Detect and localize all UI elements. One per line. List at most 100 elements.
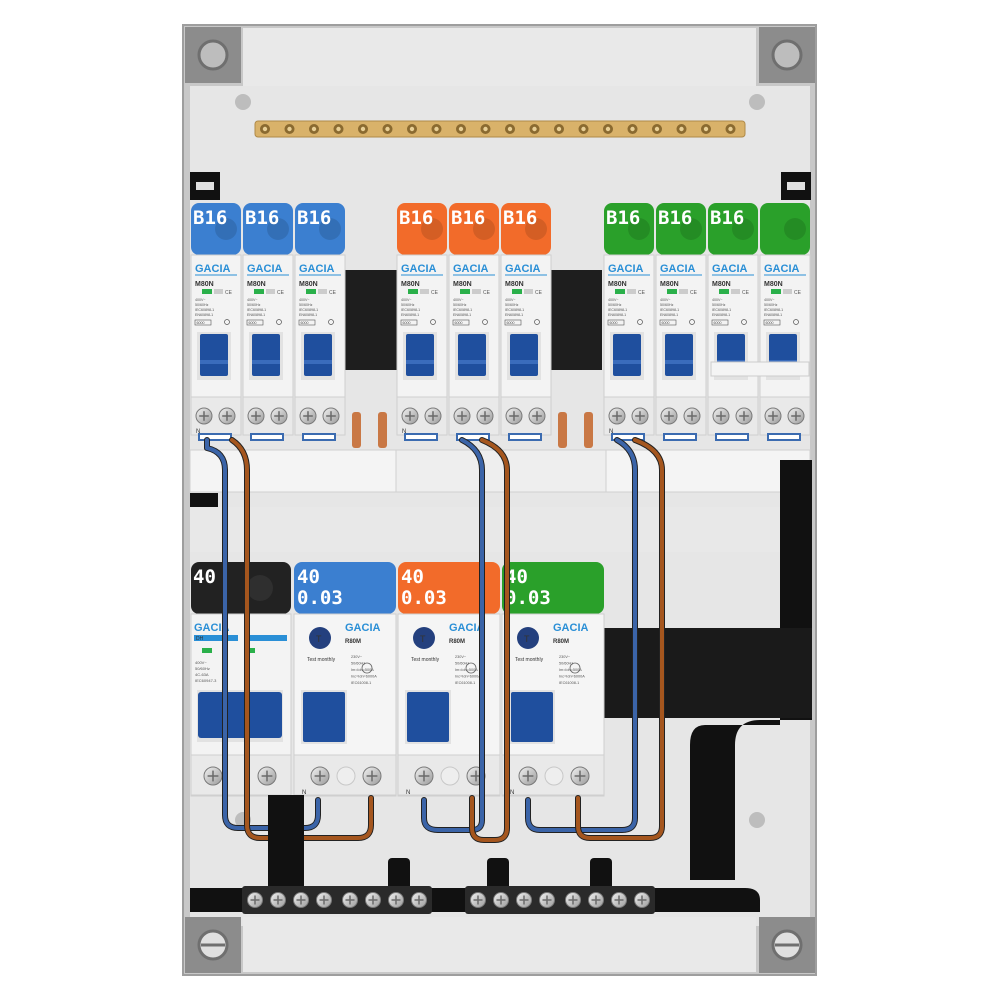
terminal-screw [247,407,265,425]
terminal-screw [388,892,404,908]
breaking-capacity: 6000 [610,321,618,325]
wire-clamp [456,433,490,441]
toggle-lever [198,692,282,738]
mounting-hole [749,94,765,110]
toggle-lever [304,334,332,376]
spec-line: 50/60Hz [660,303,674,307]
phase-wire [470,438,509,842]
mcb-body [500,254,552,406]
mcb-model: M80N [299,281,318,288]
spec-line: 400V~ [505,298,516,302]
mcb-b16: B16GACIAM80NCE400V~50/60HzIEC60898-1EN60… [707,203,759,441]
rcd-model: R80M [449,639,465,645]
terminal-screw [440,766,460,786]
ce-mark: CE [535,290,543,296]
terminal-screw [611,892,627,908]
terminal-screw [322,407,340,425]
terminal-screw [505,407,523,425]
breaking-capacity: 6000 [507,321,515,325]
comb-busbar-pins [352,412,593,448]
bottom-cover-strip [243,917,756,972]
terminal-screw [544,766,564,786]
spec-line: 50/60Hz [455,662,469,666]
wire-clamp [663,433,697,441]
din-rail-clip-left [190,172,220,200]
terminal-screw [270,407,288,425]
wire-clamp [404,433,438,441]
toggle-lever [613,334,641,376]
terminal-screw [203,766,223,786]
spec-line: 50/60Hz [453,303,467,307]
terminal-screw [476,407,494,425]
spec-line: Inc=Idn=6000A [351,675,377,679]
spec-line: Im=Idn=500A [455,668,478,672]
terminal-screw [299,407,317,425]
terminal-screw [565,892,581,908]
mcb-cap [656,203,706,255]
spec-line: EN60898-1 [401,313,419,317]
test-button [413,627,435,649]
breaking-capacity: 6000 [301,321,309,325]
breaking-capacity: 6000 [662,321,670,325]
spec-line: 50/60Hz [608,303,622,307]
toggle-lever [200,334,228,376]
spec-line: 400V~ [299,298,310,302]
spec-line: IEC61008-1 [455,681,475,685]
mcb-body [655,254,707,406]
mcb-b16: B16GACIAM80NCE400V~50/60HzIEC60898-1EN60… [500,203,552,441]
mcb-body [759,254,811,406]
mcb-cap [760,203,810,255]
spec-line: IEC60898-1 [195,308,214,312]
brand-logo: GACIA [453,263,489,275]
rcd-model: R80M [345,639,361,645]
wire-clamp [198,433,232,441]
terminal-screw [528,407,546,425]
mcb-model: M80N [505,281,524,288]
spec-line: EN60898-1 [505,313,523,317]
spec-line: EN60898-1 [453,313,471,317]
busbar-gap-cover [345,270,397,370]
spec-line: 50/60Hz [351,662,365,666]
mcb-body [294,254,346,406]
breaking-capacity: 6000 [455,321,463,325]
test-label: Test monthly [307,657,336,663]
terminal-label: N [302,790,306,796]
terminal-screw [424,407,442,425]
mcb-body [448,254,500,406]
test-button-glyph: T [524,634,530,644]
status-indicator [615,289,625,294]
mcb-cap [295,203,345,255]
toggle-lever [511,692,553,742]
status-indicator [719,289,729,294]
spec-line: Inc=Idn=6000A [559,675,585,679]
mcb-model: M80N [247,281,266,288]
spec-line: 400V~ [247,298,258,302]
phase-wire [230,438,373,840]
main-switch-cap [191,562,291,614]
brand-logo: GACIA [505,263,541,275]
test-button [517,627,539,649]
test-label: Test monthly [411,657,440,663]
spec-line: Inc=Idn=6000A [455,675,481,679]
status-indicator [408,289,418,294]
toggle-lever [510,334,538,376]
terminal-label: N [609,429,613,435]
mcb-model: M80N [764,281,783,288]
spec-line: 50/60Hz [559,662,573,666]
breaking-capacity: 6000 [714,321,722,325]
terminal-screw [516,892,532,908]
mcb-cap [604,203,654,255]
status-indicator [512,289,522,294]
din-rail-clip-right [781,172,811,200]
rcd-sensitivity: 0.03 [401,587,447,609]
ce-mark: CE [329,290,337,296]
mcb-cap [449,203,499,255]
mcb-rating-label: B16 [710,207,744,229]
spec-line: Im=Idn=500A [351,668,374,672]
terminal-screw [293,892,309,908]
status-indicator [202,289,212,294]
terminal-screw [411,892,427,908]
mcb-b16: B16GACIAM80NCE400V~50/60HzIEC60898-1EN60… [396,203,448,441]
spec-line: IEC60898-1 [401,308,420,312]
